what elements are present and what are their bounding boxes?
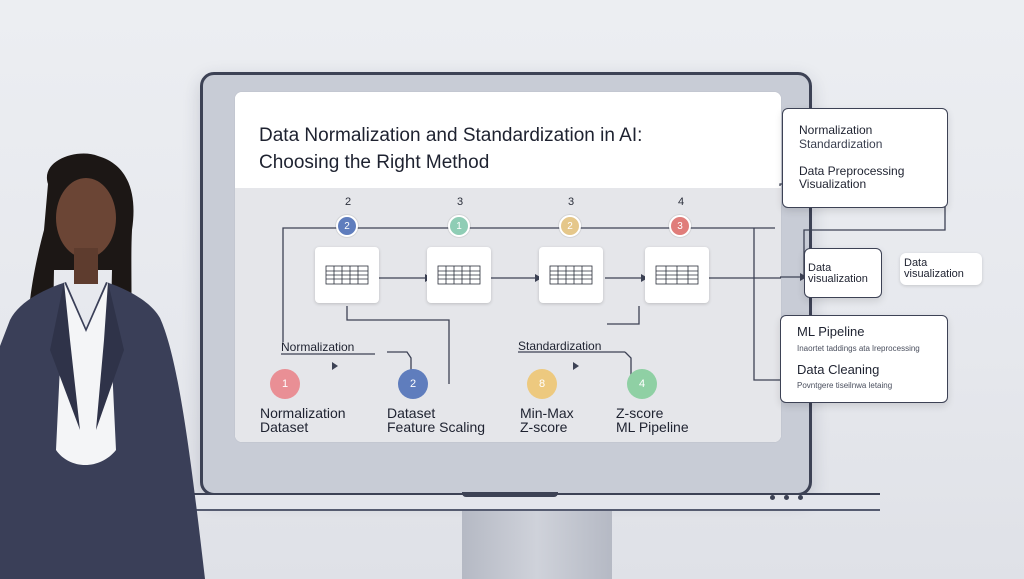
column-line: Z-score [520, 419, 568, 435]
panel-line: Normalization [799, 123, 873, 137]
slide-subtitle: Choosing the Right Method [259, 152, 490, 173]
table-icon-card [539, 247, 603, 303]
column-line: Dataset [387, 405, 436, 421]
panel-subtext: Inaortet taddings ata lreprocessing [797, 344, 920, 353]
step-number: 4 [677, 196, 685, 208]
panel-line: Standardization [799, 137, 883, 151]
bottom-badge: 4 [627, 369, 657, 399]
bottom-badge: 8 [527, 369, 557, 399]
step-badge: 3 [669, 215, 691, 237]
column-min-max: Min-Max Z-score [520, 406, 574, 434]
column-line: Feature Scaling [387, 419, 486, 435]
column-line: Dataset [260, 419, 309, 435]
indicator-dot [770, 495, 775, 500]
panel-line: Visualization [799, 177, 867, 191]
slide-header: Data Normalization and Standardization i… [235, 92, 781, 188]
step-number: 2 [344, 196, 352, 208]
flow-connectors [281, 227, 781, 384]
table-icon [325, 265, 369, 285]
info-panel-top: Normalization Standardization Data Prepr… [782, 108, 948, 208]
column-dataset: Dataset Feature Scaling [387, 406, 485, 434]
table-icon [549, 265, 593, 285]
table-icon-card [645, 247, 709, 303]
indicator-dot [784, 495, 789, 500]
step-number: 3 [567, 196, 575, 208]
section-label-standardization: Standardization [518, 339, 602, 353]
panel-line: Data [808, 262, 832, 274]
column-line: ML Pipeline [616, 419, 689, 435]
monitor-notch [462, 492, 558, 497]
section-label-normalization: Normalization [281, 340, 355, 354]
table-icon [655, 265, 699, 285]
panel-line: Data Preprocessing [799, 164, 905, 178]
monitor-stand [462, 509, 612, 579]
column-line: Z-score [616, 405, 664, 421]
bottom-badge: 2 [398, 369, 428, 399]
step-badge: 2 [559, 215, 581, 237]
callout-bubble: Data visualization [900, 253, 982, 285]
indicator-dot [798, 495, 803, 500]
column-normalization: Normalization Dataset [260, 406, 346, 434]
table-icon-card [315, 247, 379, 303]
callout-line: visualization [904, 268, 964, 280]
bottom-badge: 1 [270, 369, 300, 399]
step-number: 3 [456, 196, 464, 208]
data-visualization-box: Data visualization [804, 248, 882, 298]
slide-title: Data Normalization and Standardization i… [259, 125, 643, 146]
presenter-figure [0, 153, 205, 579]
step-badge: 1 [448, 215, 470, 237]
info-panel-bottom: ML Pipeline Inaortet taddings ata lrepro… [780, 315, 948, 403]
table-icon [437, 265, 481, 285]
panel-line: visualization [808, 273, 868, 285]
panel-title: ML Pipeline [797, 324, 865, 339]
panel-subtext: Povntgere tiseilnwa letaing [797, 381, 893, 390]
presentation-slide: Data Normalization and Standardization i… [234, 91, 782, 443]
table-icon-card [427, 247, 491, 303]
column-line: Min-Max [520, 405, 574, 421]
step-badge: 2 [336, 215, 358, 237]
callout-line: Data [904, 257, 928, 269]
column-z-score: Z-score ML Pipeline [616, 406, 689, 434]
column-line: Normalization [260, 405, 346, 421]
panel-title: Data Cleaning [797, 362, 880, 377]
